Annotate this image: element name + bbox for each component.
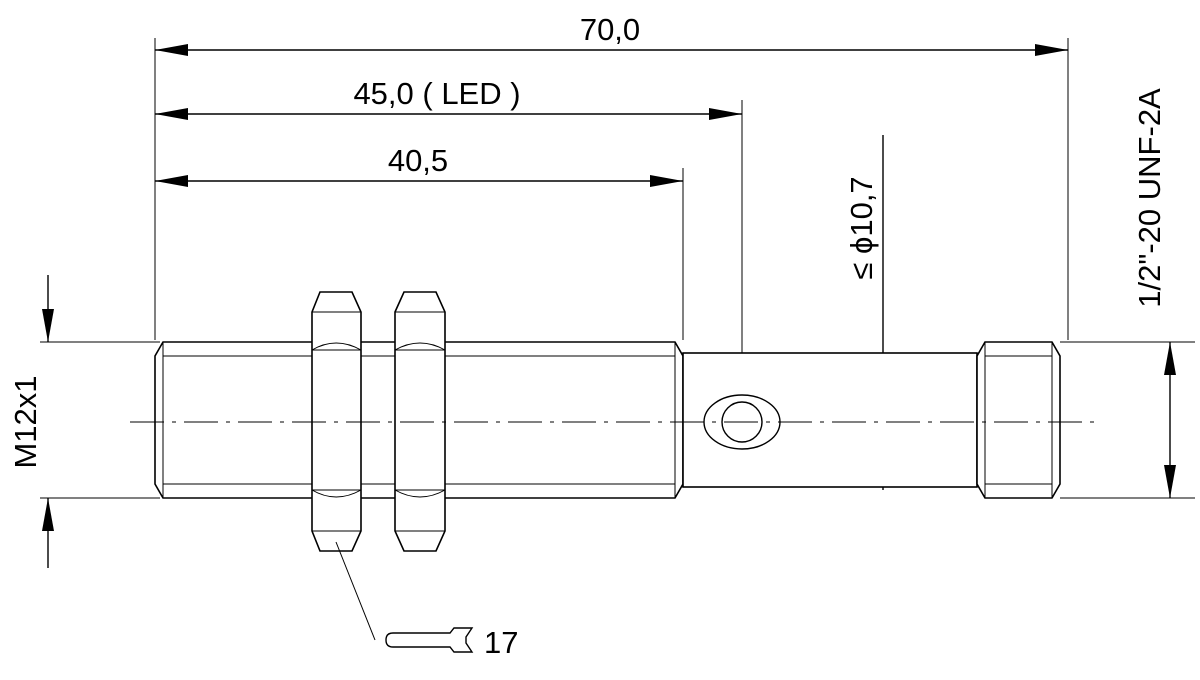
overall-length-label: 70,0 xyxy=(580,12,640,47)
wrench-callout: 17 xyxy=(335,541,518,660)
sensor-body xyxy=(154,341,1061,499)
led-position-label: 45,0 ( LED ) xyxy=(353,76,520,111)
connector xyxy=(976,341,1061,499)
dimension-overall-length: 70,0 xyxy=(155,12,1068,56)
wrench-size-label: 17 xyxy=(484,625,518,660)
extension-lines xyxy=(40,38,1195,499)
smooth-barrel xyxy=(682,352,978,488)
diameter-label: ≤ ϕ10,7 xyxy=(844,176,879,279)
thread-length-label: 40,5 xyxy=(388,143,448,178)
dimension-led-position: 45,0 ( LED ) xyxy=(155,76,742,120)
dimension-thread-length: 40,5 xyxy=(155,143,683,187)
thread-size-label: M12x1 xyxy=(8,375,43,468)
dimension-thread-size: M12x1 xyxy=(8,275,54,568)
connector-thread-label: 1/2"-20 UNF-2A xyxy=(1132,88,1167,308)
dimension-connector-thread: 1/2"-20 UNF-2A xyxy=(1132,88,1176,498)
wrench-icon xyxy=(385,627,474,653)
